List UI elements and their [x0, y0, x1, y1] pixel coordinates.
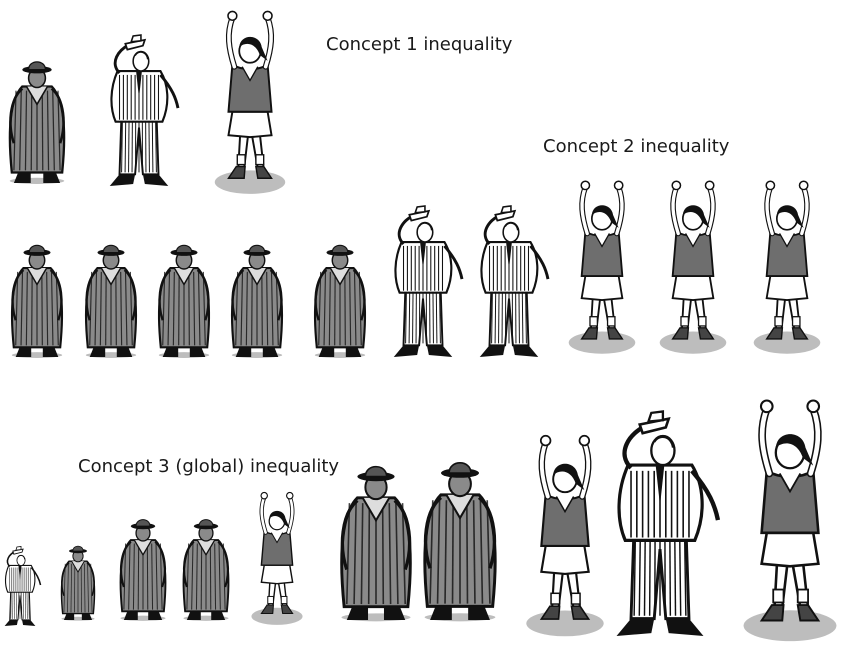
coat-figure [232, 245, 282, 358]
ground-shadow [754, 332, 821, 354]
ground-shadow [215, 170, 285, 193]
child-figure [215, 11, 285, 193]
concept-2-label: Concept 2 inequality [543, 136, 729, 157]
child-figure [754, 181, 821, 353]
ground-shadow [744, 610, 837, 641]
tip-figure [394, 206, 462, 357]
coat-figure [315, 245, 365, 358]
child-figure [251, 492, 302, 624]
ground-shadow [526, 610, 603, 636]
coat-figure [183, 520, 228, 621]
tip-figure [617, 411, 718, 636]
child-figure [569, 181, 636, 353]
concept-1-group [10, 11, 286, 193]
coat-figure [120, 520, 165, 621]
ground-shadow [569, 332, 636, 354]
coat-figure [86, 245, 136, 358]
ground-shadow [660, 332, 727, 354]
coat-figure [10, 62, 65, 184]
coat-figure [341, 467, 410, 622]
concept-2-group [12, 181, 820, 358]
concept-1-label: Concept 1 inequality [326, 34, 512, 55]
coat-figure [159, 245, 209, 358]
tip-figure [5, 547, 41, 626]
child-figure [526, 436, 603, 637]
coat-figure [12, 245, 62, 358]
ground-shadow [251, 608, 302, 625]
concept-3-group [5, 401, 837, 642]
child-figure [660, 181, 727, 353]
tip-figure [110, 35, 178, 186]
coat-figure [425, 463, 496, 622]
tip-figure [480, 206, 548, 357]
coat-figure [61, 546, 94, 620]
concept-3-label: Concept 3 (global) inequality [78, 456, 339, 477]
child-figure [744, 401, 837, 642]
